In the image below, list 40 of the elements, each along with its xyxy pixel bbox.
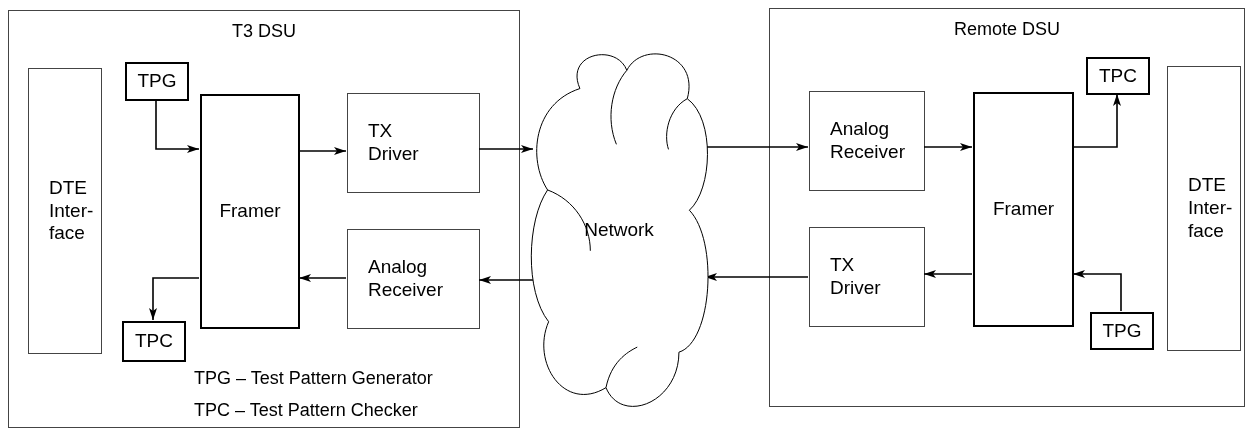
process-box (347, 229, 480, 329)
panel-title: Remote DSU (953, 19, 1061, 40)
arrow (478, 276, 534, 284)
arrow (1072, 93, 1121, 148)
process-box (200, 94, 300, 329)
box-label: TX Driver (830, 254, 882, 300)
box-label: Framer (992, 198, 1055, 221)
box-label: TPG (1102, 319, 1142, 343)
box-label: Framer (219, 200, 281, 223)
box-label: Analog Receiver (368, 256, 444, 302)
process-box (28, 68, 102, 354)
note-text: TPG – Test Pattern Generator (194, 368, 433, 389)
box-label: TPG (137, 70, 177, 93)
process-box (1090, 312, 1154, 350)
arrow (1072, 270, 1122, 312)
arrow (298, 147, 347, 155)
process-box (1086, 57, 1150, 95)
unit-panel (769, 8, 1245, 407)
box-label: TPC (135, 330, 173, 353)
box-label: DTE Inter- face (49, 176, 95, 246)
box-label: TPC (1099, 64, 1137, 88)
process-box (122, 321, 186, 362)
arrow (923, 270, 973, 278)
arrow (149, 277, 200, 321)
note-text: TPC – Test Pattern Checker (194, 400, 418, 421)
arrow (298, 274, 347, 282)
process-box (809, 227, 925, 327)
box-label: Analog Receiver (830, 118, 906, 164)
arrow (478, 145, 534, 153)
box-label: TX Driver (368, 120, 420, 166)
process-box (1167, 66, 1241, 351)
process-box (973, 92, 1074, 327)
unit-panel (8, 10, 520, 428)
process-box (809, 91, 925, 191)
arrow (923, 143, 973, 151)
process-box (125, 62, 189, 101)
panel-title: T3 DSU (231, 21, 297, 42)
arrow (155, 99, 200, 153)
process-box (347, 93, 480, 193)
box-label: DTE Inter- face (1188, 174, 1234, 243)
